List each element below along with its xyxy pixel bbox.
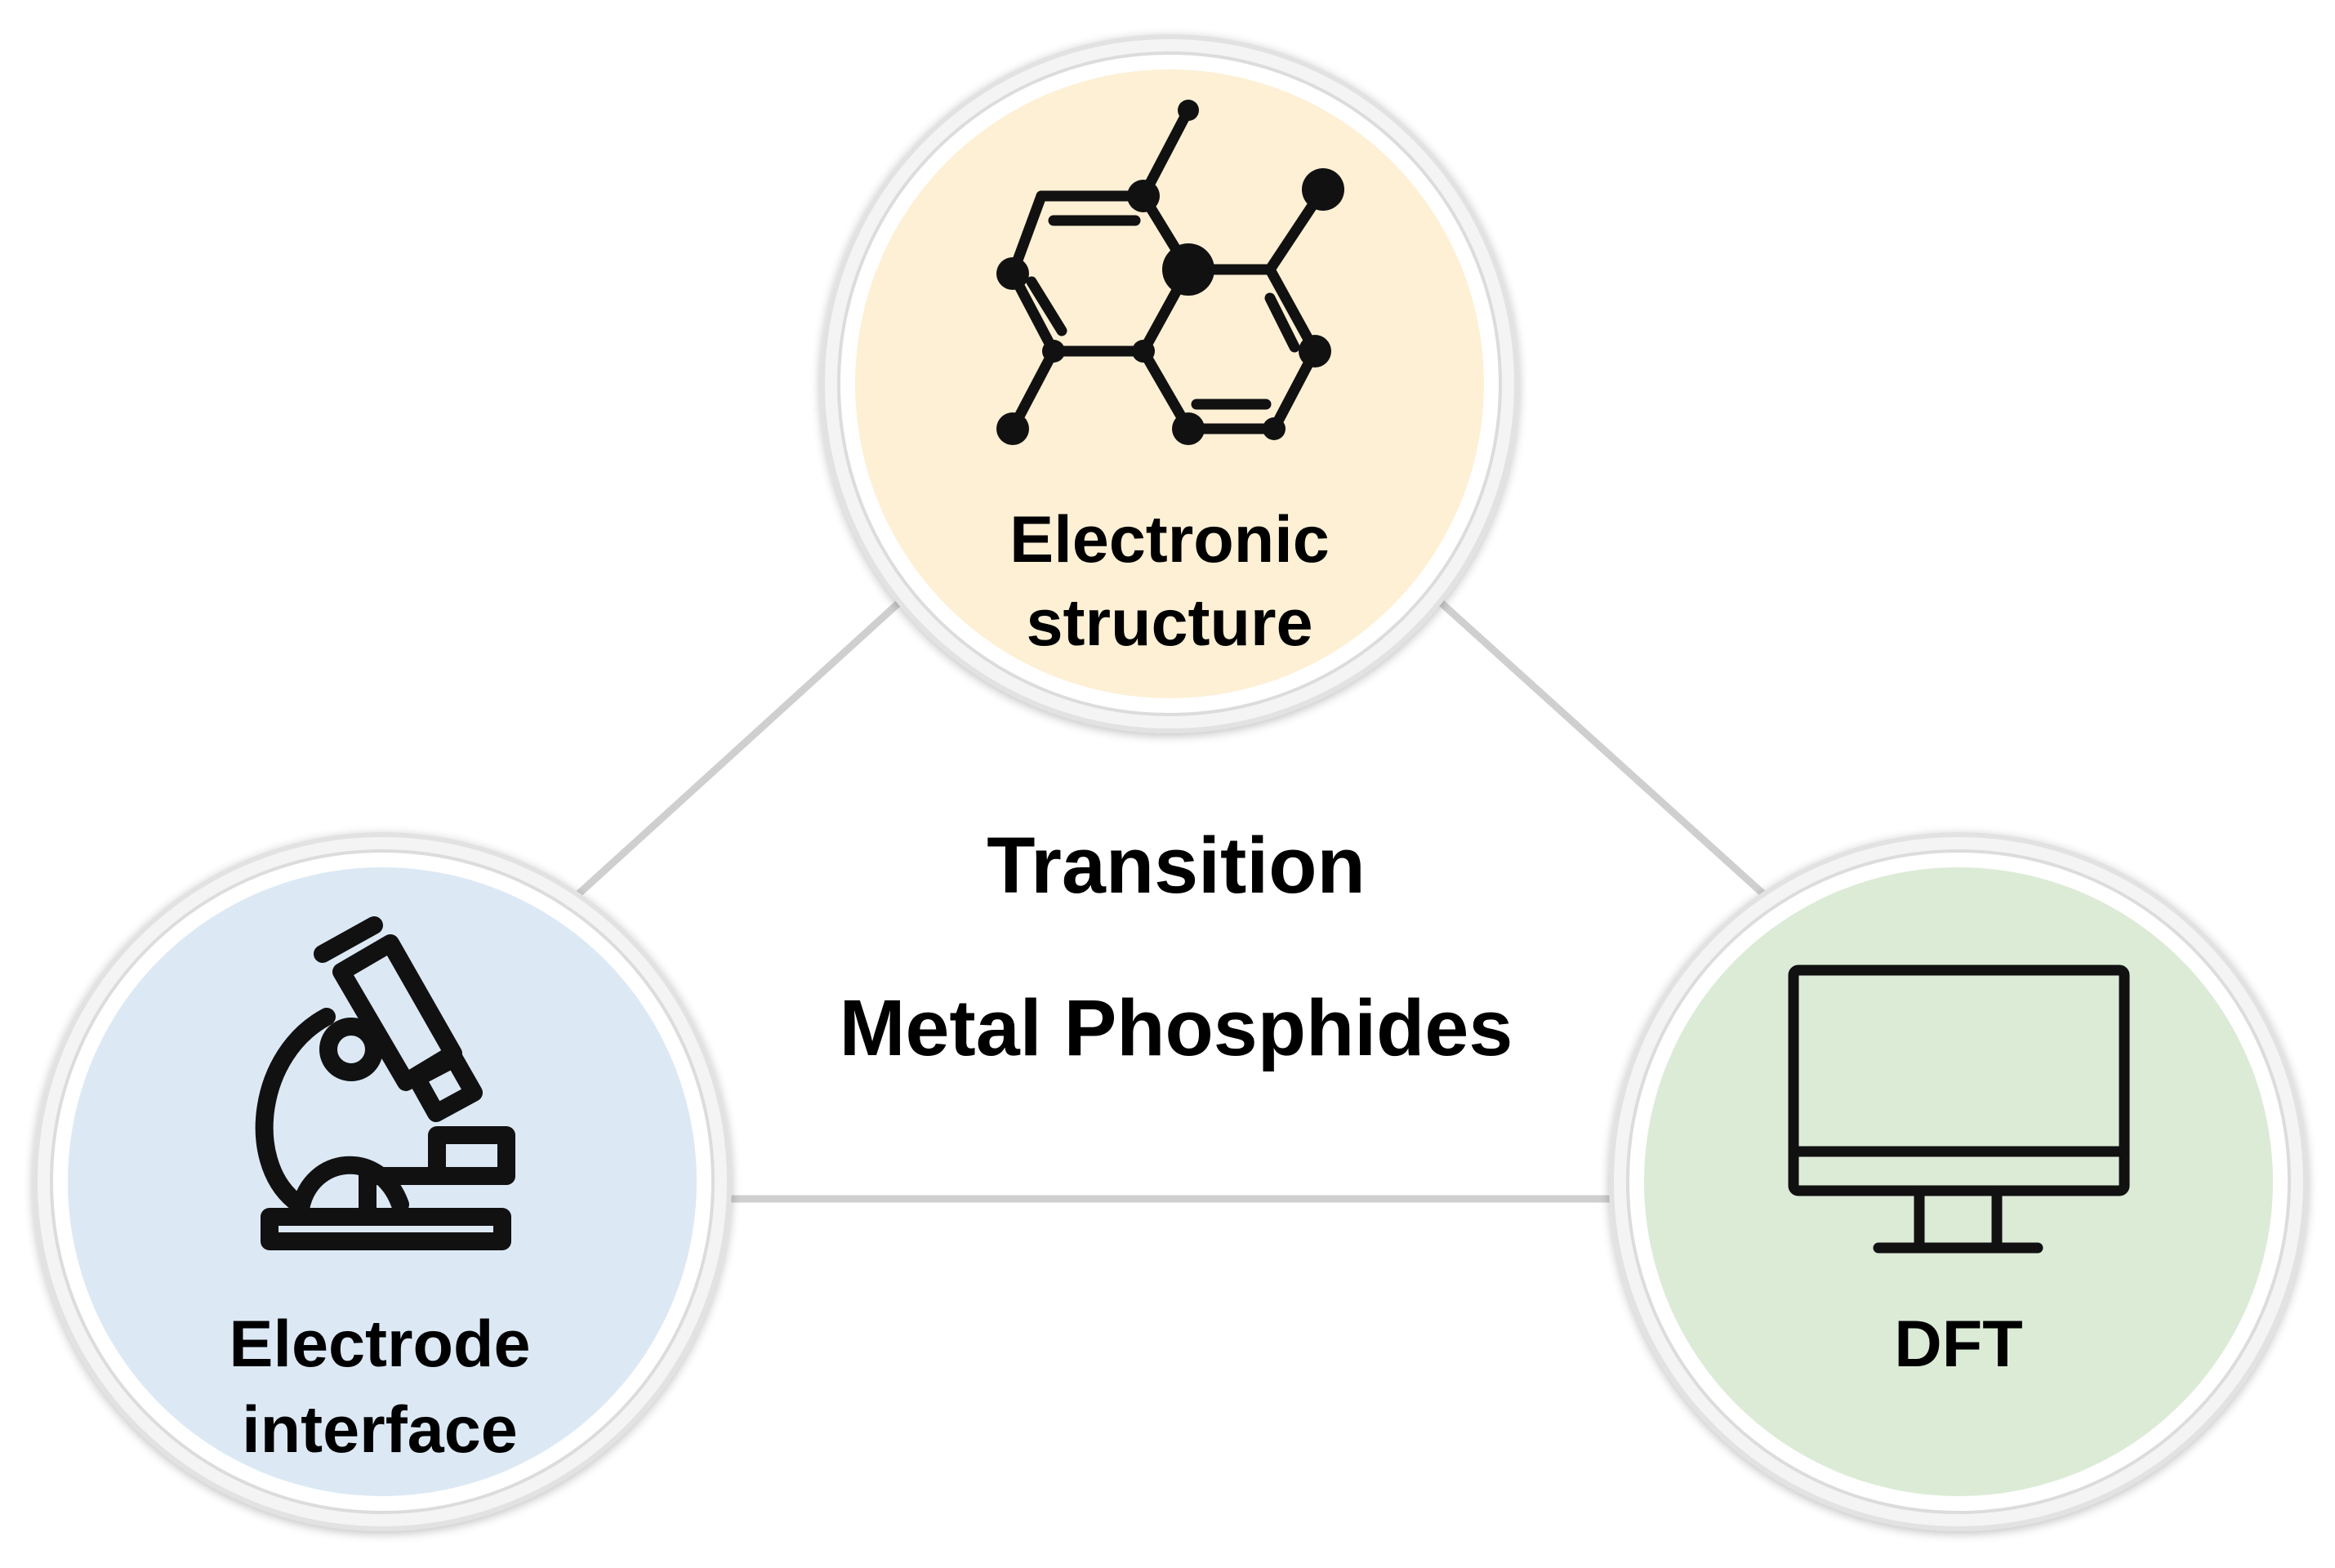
center-title-line1: Transition: [987, 821, 1366, 910]
node-label-line2: structure: [1026, 586, 1312, 660]
node-electrode-interface: Electrode interface: [33, 832, 732, 1531]
node-label-line1: Electrode: [229, 1307, 530, 1381]
connector-top-right: [1426, 589, 1771, 902]
center-title: Transition Metal Phosphides: [840, 821, 1513, 1072]
monitor-icon: [1788, 964, 2130, 1254]
node-label-line1: DFT: [1894, 1307, 2022, 1381]
node-fill: [855, 69, 1484, 698]
node-label-line1: Electronic: [1009, 503, 1330, 577]
node-dft: DFT: [1609, 832, 2308, 1531]
connectors: [575, 589, 1771, 1203]
microscope-icon: [255, 916, 515, 1250]
connector-top-left: [575, 589, 914, 898]
node-label-line2: interface: [242, 1393, 518, 1467]
node-electronic-structure: Electronic structure: [820, 34, 1519, 733]
center-title-line2: Metal Phosphides: [840, 983, 1513, 1072]
node-fill: [1644, 867, 2273, 1496]
molecule-atoms: [996, 100, 1344, 445]
